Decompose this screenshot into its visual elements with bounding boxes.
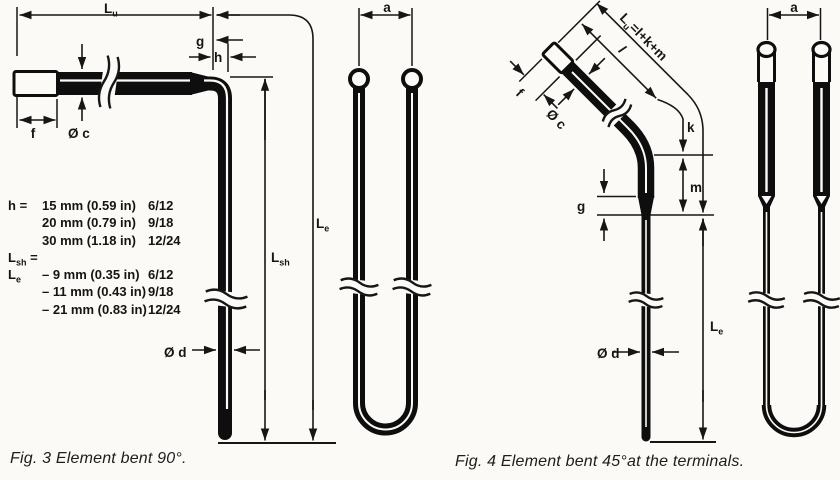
break-symbol bbox=[97, 55, 121, 109]
fig4-k-label: k bbox=[687, 120, 695, 135]
fig4-terminal-end bbox=[541, 41, 575, 75]
break-symbol bbox=[601, 98, 633, 128]
fig3-front-view: a bbox=[339, 0, 432, 436]
fig3-dia-c-label: Ø c bbox=[68, 126, 90, 141]
spec-label: Lsh = bbox=[8, 249, 38, 268]
spec-value: 20 mm (0.79 in) bbox=[42, 215, 136, 231]
fig4-front-terminal-right bbox=[811, 40, 832, 207]
spec-value: 30 mm (1.18 in) bbox=[42, 232, 136, 248]
fig3-element-body bbox=[12, 55, 248, 440]
spec-value: 15 mm (0.59 in) bbox=[42, 198, 136, 213]
spec-row: Lsh = bbox=[8, 249, 181, 268]
fig3-side-view: Lu g h f Ø c Ø d Lsh Le bbox=[12, 1, 336, 444]
spec-label: h = bbox=[8, 198, 28, 213]
fig4-l-label: l bbox=[616, 43, 629, 56]
fig4-dia-d-label: Ø d bbox=[597, 346, 620, 361]
fig4-terminal-ring-right bbox=[811, 40, 832, 59]
break-symbol bbox=[204, 288, 248, 310]
fig3-lsh-label: Lsh bbox=[271, 250, 290, 268]
spec-size: 9/18 bbox=[148, 284, 174, 300]
fig3-terminal-ring-left bbox=[348, 68, 370, 90]
fig4-taper bbox=[637, 196, 655, 215]
fig4-front-ubend bbox=[761, 404, 827, 438]
spec-size: 9/18 bbox=[148, 215, 174, 231]
spec-value: – 11 mm (0.43 in) bbox=[42, 284, 147, 300]
spec-row: – 11 mm (0.43 in) 9/18 bbox=[8, 283, 181, 300]
fig3-h-label: h bbox=[214, 50, 222, 65]
break-symbol bbox=[747, 291, 786, 309]
fig3-caption: Fig. 3 Element bent 90°. bbox=[10, 450, 187, 467]
fig3-g-label: g bbox=[196, 34, 204, 49]
spec-value: – 21 mm (0.83 in) bbox=[42, 301, 147, 317]
fig3-terminal-ring-right bbox=[401, 68, 423, 90]
fig3-dimensions bbox=[16, 7, 336, 444]
spec-value: – 9 mm (0.35 in) bbox=[42, 267, 140, 283]
spec-row: 20 mm (0.79 in) 9/18 bbox=[8, 214, 181, 231]
fig4-caption: Fig. 4 Element bent 45°at the terminals. bbox=[455, 453, 745, 470]
fig4-m-label: m bbox=[690, 180, 702, 195]
break-symbol bbox=[339, 277, 379, 297]
spec-size: 12/24 bbox=[148, 232, 181, 248]
spec-row: Le – 9 mm (0.35 in) 6/12 bbox=[8, 266, 181, 285]
spec-size: 6/12 bbox=[148, 267, 174, 283]
break-symbol bbox=[628, 291, 664, 309]
fig4-side-view: f Ø c l Lu=l+k+m bbox=[509, 0, 723, 443]
fig3-lu-label: Lu bbox=[104, 1, 118, 19]
spec-row: h = 15 mm (0.59 in) 6/12 bbox=[8, 197, 181, 214]
fig4-front-view: a bbox=[747, 0, 840, 438]
fig4-front-terminal-left bbox=[756, 40, 777, 207]
spec-row: – 21 mm (0.83 in) 12/24 bbox=[8, 301, 181, 318]
fig3-front-tube bbox=[353, 88, 418, 436]
spec-label: Le bbox=[8, 267, 21, 285]
fig4-le-label: Le bbox=[710, 319, 723, 337]
fig3-f-label: f bbox=[31, 126, 36, 141]
fig3-terminal-end bbox=[12, 70, 59, 97]
fig4-dia-c-label: Ø c bbox=[543, 106, 569, 132]
fig4-terminal-ring-left bbox=[756, 40, 777, 59]
fig3-le-label: Le bbox=[316, 216, 329, 234]
spec-row: 30 mm (1.18 in) 12/24 bbox=[8, 232, 181, 249]
break-symbol bbox=[392, 277, 432, 297]
fig4-a-label: a bbox=[790, 0, 798, 15]
fig4-vertical-dimensions bbox=[597, 94, 716, 443]
fig3-a-label: a bbox=[383, 0, 391, 15]
break-symbol bbox=[802, 291, 840, 309]
fig4-f-label: f bbox=[513, 86, 527, 100]
fig4-g-label: g bbox=[577, 199, 585, 214]
spec-size: 12/24 bbox=[148, 301, 181, 317]
fig4-lu-formula-label: Lu=l+k+m bbox=[615, 10, 670, 65]
spec-size: 6/12 bbox=[148, 198, 174, 213]
dimension-spec-table: h = 15 mm (0.59 in) 6/12 20 mm (0.79 in)… bbox=[8, 197, 181, 318]
fig4-element-body bbox=[541, 41, 664, 442]
fig3-dia-d-label: Ø d bbox=[164, 345, 187, 360]
